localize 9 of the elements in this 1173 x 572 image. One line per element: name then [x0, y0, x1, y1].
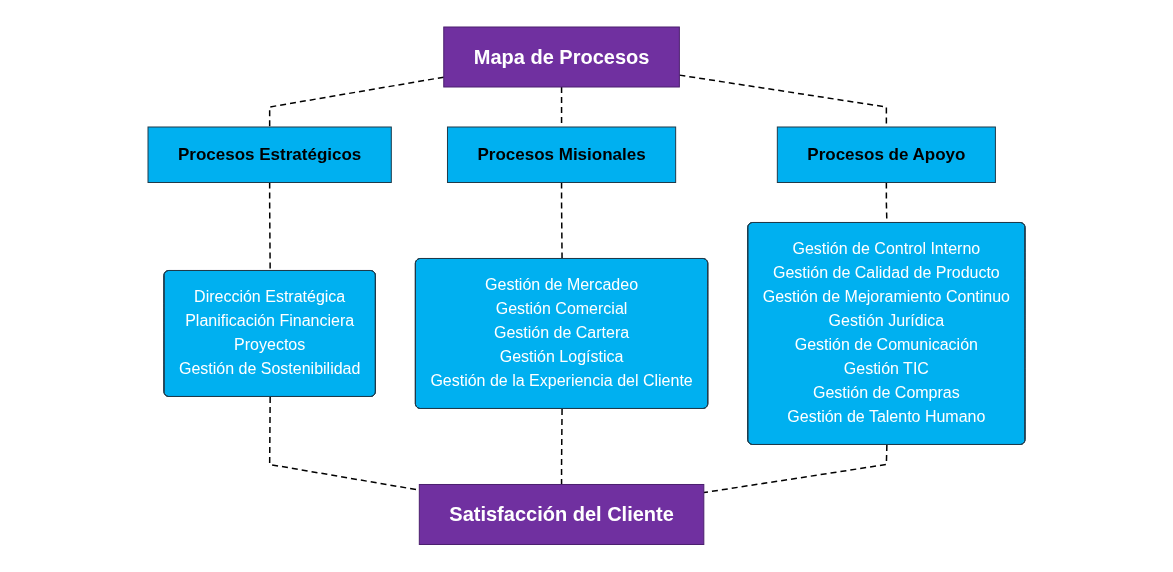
connector [560, 408, 563, 486]
connector [703, 444, 888, 494]
node-box: Mapa de Procesos [443, 26, 680, 88]
node-box: Procesos Estratégicos [147, 126, 392, 184]
connector [560, 182, 563, 260]
connector [268, 76, 445, 128]
node-box: Procesos de Apoyo [776, 126, 996, 184]
node-box: Satisfacción del Cliente [418, 484, 705, 546]
node-box: Procesos Misionales [447, 126, 677, 184]
